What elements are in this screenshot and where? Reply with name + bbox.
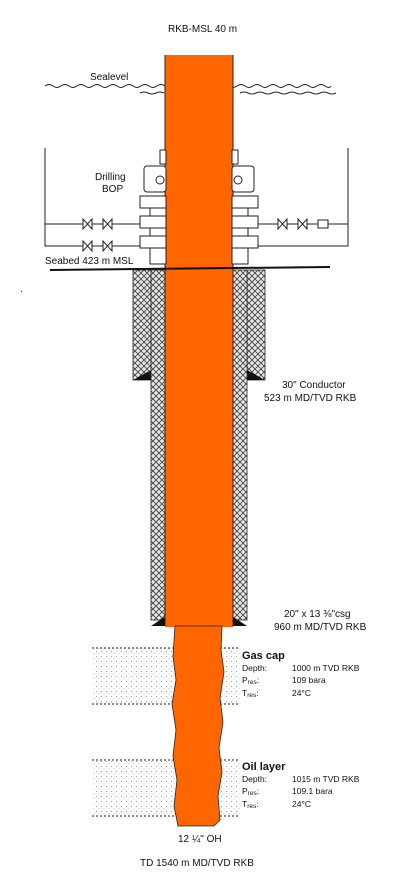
conductor-cement-left [132, 269, 152, 381]
gas-cap-pressure-key: Pres: [242, 675, 259, 686]
oil-layer-pressure-key: Pres: [242, 786, 259, 797]
gas-cap-temp-value: 24°C [292, 688, 311, 698]
oil-layer-temp-key: Tres: [242, 799, 259, 810]
open-hole [171, 625, 225, 827]
casing-label-line2: 960 m MD/TVD RKB [274, 622, 367, 633]
sealevel-label: Sealevel [90, 72, 128, 83]
gas-cap-depth-value: 1000 m TVD RKB [292, 663, 360, 673]
rkb-label: RKB-MSL 40 m [168, 24, 237, 35]
seabed-line [49, 266, 331, 271]
bop-stack-right [231, 149, 259, 265]
choke-line-right [258, 148, 349, 247]
gas-cap-pressure-value: 109 bara [292, 675, 326, 685]
gas-cap-title: Gas cap [242, 650, 285, 662]
bop-label-line1: Drilling [95, 172, 126, 183]
oil-layer-depth-value: 1015 m TVD RKB [292, 774, 360, 784]
gas-cap-temp-key: Tres: [242, 688, 259, 699]
wellbore-fluid [165, 55, 233, 627]
casing-cement-right [232, 269, 248, 621]
svg-text:.: . [20, 284, 23, 295]
td-label: TD 1540 m MD/TVD RKB [140, 858, 254, 869]
oil-layer-temp-value: 24°C [292, 799, 311, 809]
open-hole-label: 12 ¼" OH [178, 833, 222, 845]
oil-layer-depth-key: Depth: [242, 774, 267, 784]
conductor-label-line1: 30" Conductor [282, 380, 346, 391]
kill-line-left [44, 148, 140, 253]
seabed-label: Seabed 423 m MSL [45, 256, 134, 267]
oil-layer-pressure-value: 109.1 bara [292, 786, 333, 796]
bop-label-line2: BOP [102, 184, 123, 195]
conductor-cement-right [246, 269, 266, 381]
gas-cap-depth-key: Depth: [242, 663, 267, 673]
oil-layer-title: Oil layer [242, 761, 286, 773]
conductor-shoe-right [247, 370, 265, 380]
bop-stack-left [139, 149, 167, 265]
conductor-shoe-left [133, 370, 151, 380]
conductor-label-line2: 523 m MD/TVD RKB [264, 393, 357, 404]
casing-cement-left [150, 269, 166, 621]
casing-label-line1: 20" x 13 ⅜"csg [284, 609, 351, 620]
